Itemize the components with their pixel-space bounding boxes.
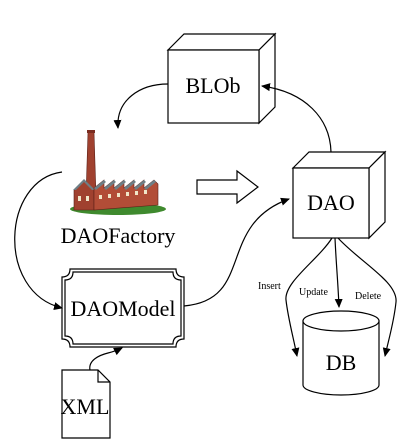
blob-label: BLOb	[186, 73, 241, 98]
update-arrow	[334, 237, 343, 308]
dao-node: DAO	[291, 150, 387, 240]
dao-label: DAO	[307, 190, 355, 215]
db-label: DB	[326, 350, 357, 375]
dao-model-node: DAOModel	[61, 268, 185, 348]
xml-label: XML	[61, 394, 110, 419]
factory-to-daomodel-arrow	[14, 171, 63, 310]
delete-label: Delete	[355, 291, 382, 302]
factory-icon	[70, 130, 166, 215]
blob-node: BLOb	[166, 32, 277, 125]
insert-arrow	[285, 237, 333, 357]
update-label: Update	[299, 287, 328, 298]
blob-to-factory-arrow	[113, 83, 169, 129]
dao-model-label: DAOModel	[70, 296, 175, 321]
insert-label: Insert	[258, 281, 281, 292]
daomodel-to-dao-arrow	[183, 197, 290, 307]
db-node: DB	[302, 310, 380, 396]
delete-arrow	[337, 237, 397, 357]
dao-to-blob-arrow	[261, 83, 332, 153]
block-arrow-right-icon	[196, 169, 259, 205]
xml-to-daomodel-arrow	[89, 347, 123, 371]
xml-document-node: XML	[61, 369, 111, 439]
dao-factory-label: DAOFactory	[61, 223, 176, 248]
